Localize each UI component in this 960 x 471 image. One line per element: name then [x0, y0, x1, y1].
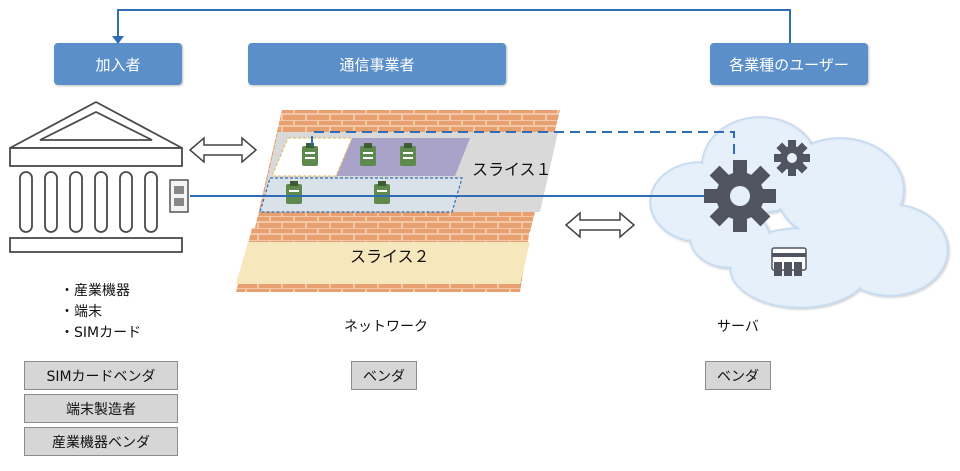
vendor-industrial-label: 産業機器ベンダ [52, 434, 150, 451]
header-industry-users-label: 各業種のユーザー [729, 55, 849, 74]
card-reader-icon [771, 247, 807, 276]
gear-icon [704, 160, 776, 232]
device-item-terminal: ・端末 [60, 304, 102, 320]
building-icon [9, 100, 183, 253]
double-arrow-icon [188, 136, 258, 164]
vendor-sim-card-label: SIMカードベンダ [46, 368, 156, 385]
top-feedback-arrowhead [112, 36, 124, 44]
dashed-connector [311, 131, 735, 165]
slice1-label: スライス１ [472, 160, 552, 179]
server-label: サーバ [717, 319, 759, 335]
sim-card-icon [169, 179, 189, 213]
top-feedback-line [117, 9, 791, 43]
vendor-terminal-label: 端末製造者 [66, 401, 136, 418]
header-carrier: 通信事業者 [248, 43, 506, 85]
slice1-dashed-yellow [271, 137, 353, 177]
network-label: ネットワーク [344, 319, 428, 335]
slice2-label: スライス２ [350, 247, 430, 266]
vendor-terminal: 端末製造者 [24, 394, 178, 423]
vendor-server: ベンダ [705, 361, 771, 390]
clipboard-icon [286, 143, 416, 204]
device-list: ・産業機器 ・端末 ・SIMカード [60, 281, 141, 344]
vendor-network: ベンダ [351, 361, 417, 390]
device-item-industrial: ・産業機器 [60, 283, 130, 299]
vendor-sim-card: SIMカードベンダ [24, 361, 178, 390]
header-subscriber-label: 加入者 [95, 55, 141, 74]
vendor-network-label: ベンダ [363, 368, 405, 385]
device-item-sim: ・SIMカード [60, 325, 142, 341]
header-industry-users: 各業種のユーザー [710, 43, 868, 85]
small-gear-icon [774, 140, 810, 176]
double-arrow-icon [564, 211, 636, 239]
vendor-server-label: ベンダ [717, 368, 759, 385]
header-carrier-label: 通信事業者 [339, 55, 415, 74]
header-subscriber: 加入者 [54, 43, 182, 85]
slice2-band [236, 242, 530, 284]
vendor-industrial: 産業機器ベンダ [24, 427, 178, 456]
